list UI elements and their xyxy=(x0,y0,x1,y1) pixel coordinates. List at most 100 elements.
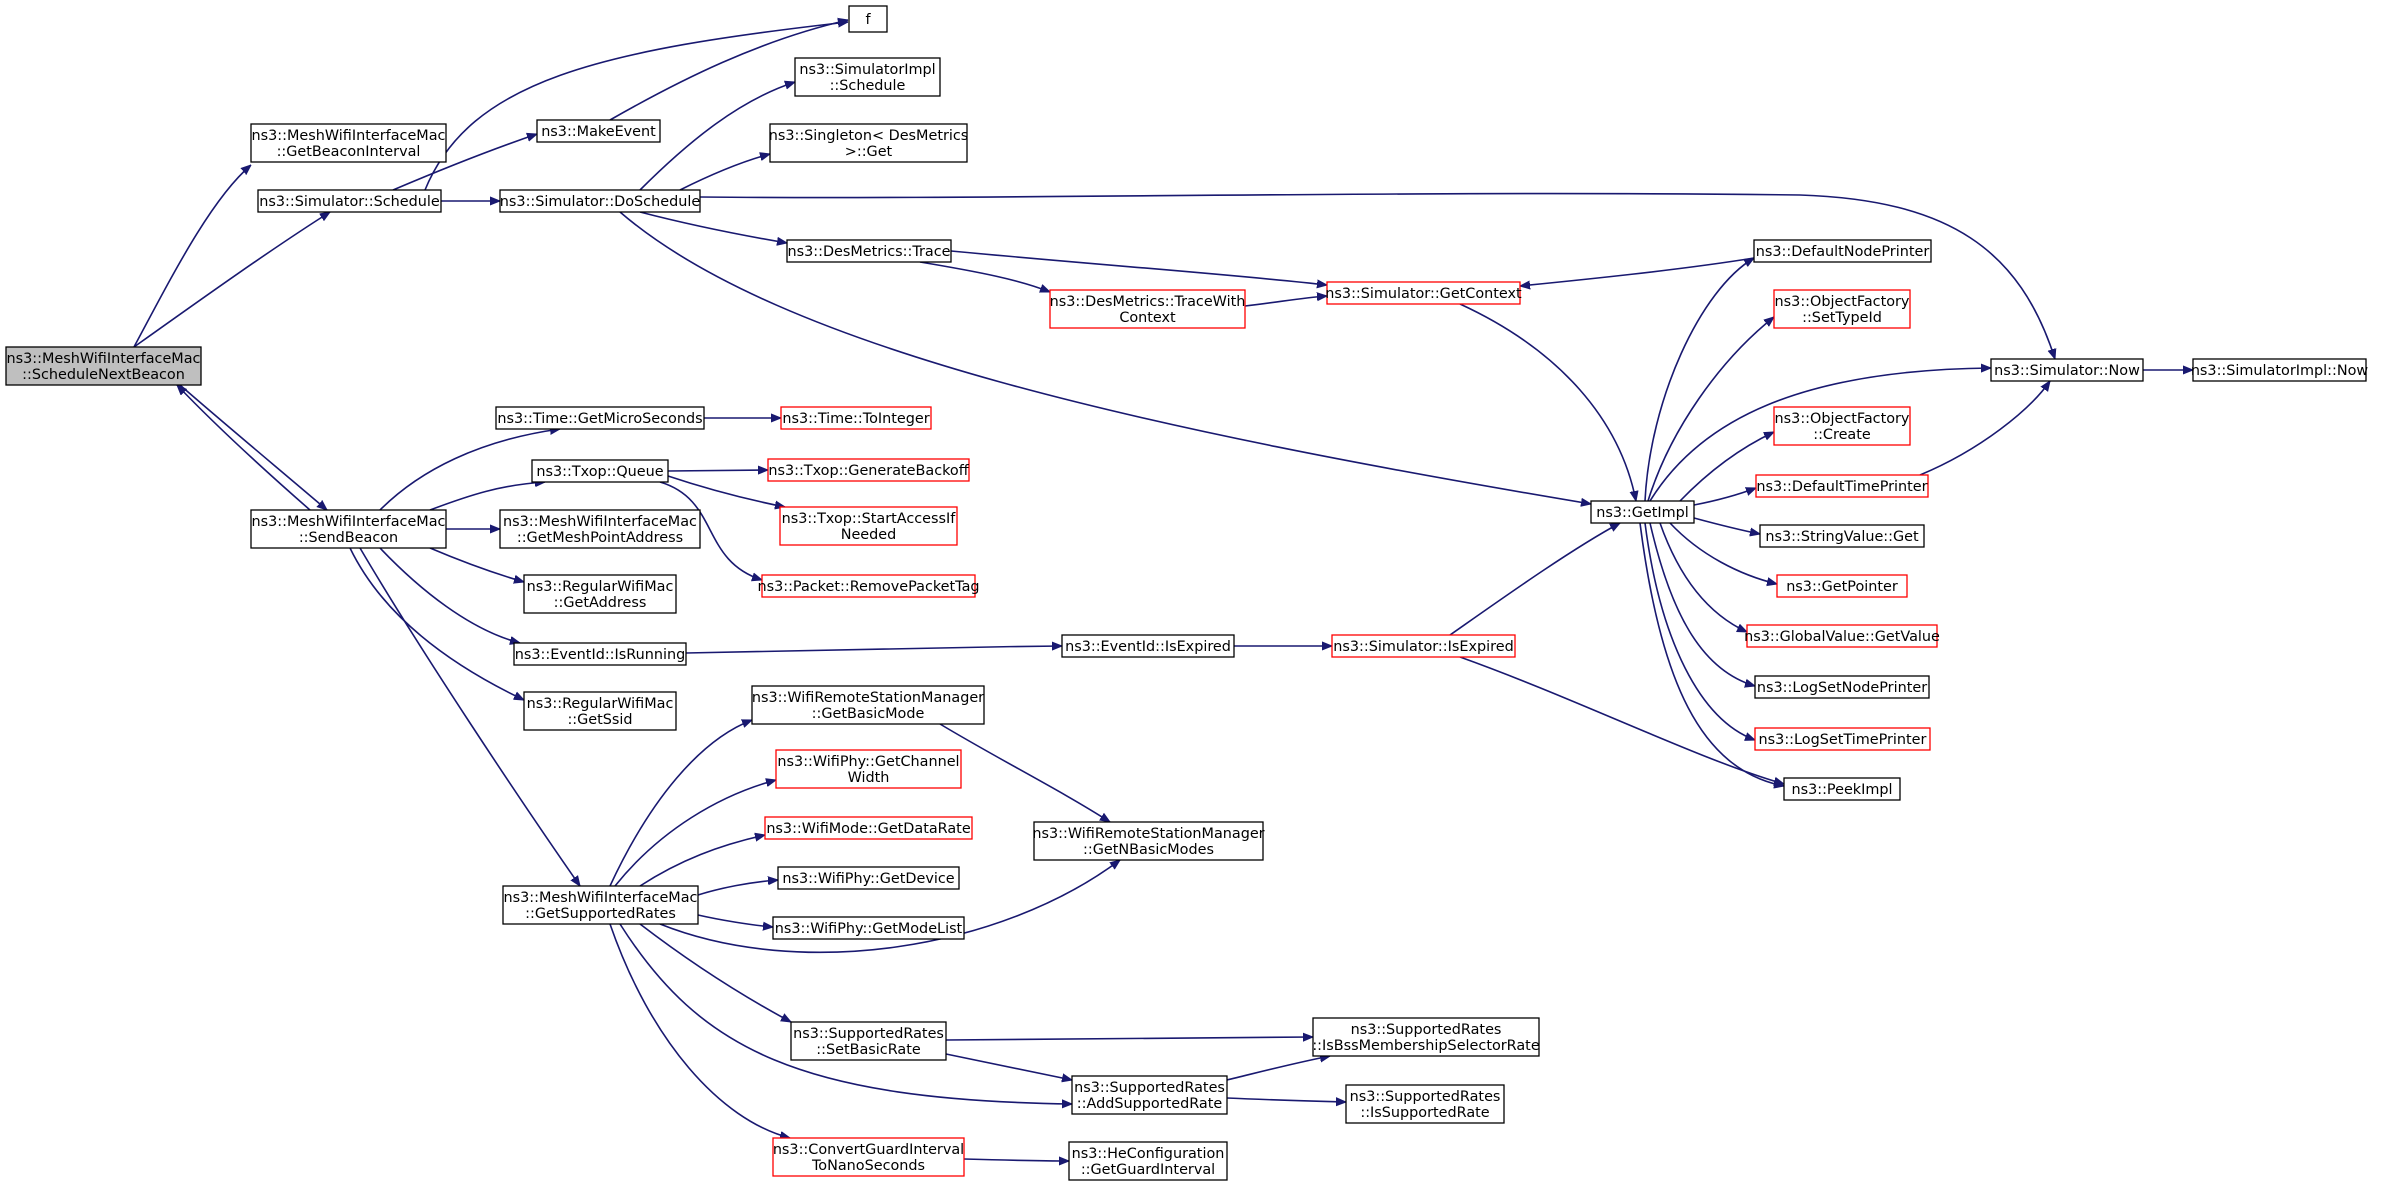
node-regular-wifi-mac-get-address[interactable]: ns3::RegularWifiMac::GetAddress xyxy=(523,574,677,614)
node-box xyxy=(1345,1084,1505,1124)
node-log-set-time-printer[interactable]: ns3::LogSetTimePrinter xyxy=(1754,727,1931,751)
node-label: ::ScheduleNextBeacon xyxy=(22,367,185,383)
node-supported-rates-set-basic-rate[interactable]: ns3::SupportedRates::SetBasicRate xyxy=(790,1021,947,1061)
node-desmetrics-trace[interactable]: ns3::DesMetrics::Trace xyxy=(786,239,952,263)
call-edge-get-supported-rates-to-wifimode-get-data-rate xyxy=(639,835,765,887)
node-box xyxy=(2192,358,2367,382)
node-label: ns3::LogSetTimePrinter xyxy=(1759,732,1927,748)
node-event-id-is-running[interactable]: ns3::EventId::IsRunning xyxy=(513,642,687,666)
call-edge-simulator-is-expired-to-peek-impl xyxy=(1459,656,1784,784)
node-simulatorimpl-now[interactable]: ns3::SimulatorImpl::Now xyxy=(2191,358,2369,382)
node-box xyxy=(513,642,687,666)
node-label: ns3::MeshWifiInterfaceMac xyxy=(504,890,698,906)
node-time-get-micro-seconds[interactable]: ns3::Time::GetMicroSeconds xyxy=(495,406,705,430)
call-edge-send-beacon-to-regular-wifi-mac-get-address xyxy=(429,547,524,582)
node-label: ::GetAddress xyxy=(554,595,647,611)
node-simulator-get-context[interactable]: ns3::Simulator::GetContext xyxy=(1325,281,1522,305)
node-schedule-next-beacon[interactable]: ns3::MeshWifiInterfaceMac::ScheduleNextB… xyxy=(5,346,202,386)
node-box xyxy=(1754,675,1930,699)
node-txop-generate-backoff[interactable]: ns3::Txop::GenerateBackoff xyxy=(767,458,970,482)
node-box xyxy=(499,509,701,549)
node-peek-impl[interactable]: ns3::PeekImpl xyxy=(1783,777,1901,801)
node-event-id-is-expired[interactable]: ns3::EventId::IsExpired xyxy=(1061,634,1235,658)
call-edge-simulator-is-expired-to-get-impl xyxy=(1449,522,1620,636)
node-label: ns3::SimulatorImpl xyxy=(799,62,935,78)
call-edge-desmetrics-trace-to-desmetrics-trace-with-context xyxy=(919,261,1050,293)
call-edge-get-supported-rates-to-wrsm-get-n-basic-modes xyxy=(659,860,1120,954)
node-label: ns3::EventId::IsRunning xyxy=(515,647,685,663)
node-log-set-node-printer[interactable]: ns3::LogSetNodePrinter xyxy=(1754,675,1930,699)
node-simulator-now[interactable]: ns3::Simulator::Now xyxy=(1990,358,2144,382)
node-label: ns3::HeConfiguration xyxy=(1072,1146,1225,1162)
node-send-beacon[interactable]: ns3::MeshWifiInterfaceMac::SendBeacon xyxy=(250,509,447,549)
node-box xyxy=(1759,524,1925,548)
node-global-value-get-value[interactable]: ns3::GlobalValue::GetValue xyxy=(1744,624,1940,648)
node-box xyxy=(1312,1017,1540,1057)
node-label: ::IsSupportedRate xyxy=(1360,1105,1489,1121)
node-singleton-get[interactable]: ns3::Singleton< DesMetrics>::Get xyxy=(769,123,969,163)
node-label: ns3::GetImpl xyxy=(1596,505,1689,521)
node-default-time-printer[interactable]: ns3::DefaultTimePrinter xyxy=(1755,474,1929,498)
node-time-to-integer[interactable]: ns3::Time::ToInteger xyxy=(780,406,932,430)
node-f[interactable]: f xyxy=(848,5,888,33)
node-get-supported-rates[interactable]: ns3::MeshWifiInterfaceMac::GetSupportedR… xyxy=(502,885,699,925)
node-txop-queue[interactable]: ns3::Txop::Queue xyxy=(531,459,669,483)
node-he-configuration-get-guard-interval[interactable]: ns3::HeConfiguration::GetGuardInterval xyxy=(1068,1141,1228,1181)
node-box xyxy=(1033,821,1264,861)
node-simulator-is-expired[interactable]: ns3::Simulator::IsExpired xyxy=(1331,634,1516,658)
call-edge-send-beacon-to-event-id-is-running xyxy=(379,547,520,643)
node-string-value-get[interactable]: ns3::StringValue::Get xyxy=(1759,524,1925,548)
node-label: ns3::DesMetrics::Trace xyxy=(787,244,950,260)
node-wifiphy-get-mode-list[interactable]: ns3::WifiPhy::GetModeList xyxy=(772,916,965,940)
node-regular-wifi-mac-get-ssid[interactable]: ns3::RegularWifiMac::GetSsid xyxy=(523,691,677,731)
node-get-pointer[interactable]: ns3::GetPointer xyxy=(1776,574,1908,598)
node-box xyxy=(779,506,958,546)
node-label: ns3::ObjectFactory xyxy=(1775,411,1910,427)
call-edge-make-event-to-f xyxy=(609,20,848,121)
node-make-event[interactable]: ns3::MakeEvent xyxy=(536,119,661,143)
node-get-mesh-point-address[interactable]: ns3::MeshWifiInterfaceMac::GetMeshPointA… xyxy=(499,509,701,549)
node-label: ns3::WifiPhy::GetModeList xyxy=(775,921,963,937)
node-label: ns3::RegularWifiMac xyxy=(527,579,674,595)
node-object-factory-create[interactable]: ns3::ObjectFactory::Create xyxy=(1773,406,1911,446)
node-wrsm-get-basic-mode[interactable]: ns3::WifiRemoteStationManager::GetBasicM… xyxy=(751,685,985,725)
node-object-factory-set-type-id[interactable]: ns3::ObjectFactory::SetTypeId xyxy=(1773,289,1911,329)
node-box xyxy=(769,123,968,163)
call-edge-schedule-next-beacon-to-simulator-schedule xyxy=(133,212,330,348)
call-edge-supported-rates-add-supported-rate-to-supported-rates-is-bss-membership xyxy=(1226,1056,1330,1081)
node-label: ::GetSsid xyxy=(567,712,632,728)
node-supported-rates-is-supported-rate[interactable]: ns3::SupportedRates::IsSupportedRate xyxy=(1345,1084,1505,1124)
node-label: ns3::SupportedRates xyxy=(1350,1089,1501,1105)
node-packet-remove-packet-tag[interactable]: ns3::Packet::RemovePacketTag xyxy=(757,574,980,598)
node-supported-rates-is-bss-membership[interactable]: ns3::SupportedRates::IsBssMembershipSele… xyxy=(1312,1017,1540,1057)
node-box xyxy=(1754,727,1931,751)
call-edge-send-beacon-to-txop-queue xyxy=(429,482,545,511)
node-supported-rates-add-supported-rate[interactable]: ns3::SupportedRates::AddSupportedRate xyxy=(1071,1075,1228,1115)
node-get-beacon-interval[interactable]: ns3::MeshWifiInterfaceMac::GetBeaconInte… xyxy=(250,123,447,163)
node-label: ns3::WifiRemoteStationManager xyxy=(752,690,984,706)
node-wifiphy-get-device[interactable]: ns3::WifiPhy::GetDevice xyxy=(777,866,960,890)
node-wrsm-get-n-basic-modes[interactable]: ns3::WifiRemoteStationManager::GetNBasic… xyxy=(1032,821,1265,861)
node-simulator-schedule[interactable]: ns3::Simulator::Schedule xyxy=(257,189,442,213)
node-simulator-do-schedule[interactable]: ns3::Simulator::DoSchedule xyxy=(499,189,701,213)
node-label: ns3::Simulator::IsExpired xyxy=(1333,639,1513,655)
node-box xyxy=(1773,406,1911,446)
node-label: ns3::GetPointer xyxy=(1786,579,1898,595)
node-box xyxy=(777,866,960,890)
call-edge-get-supported-rates-to-wrsm-get-basic-mode xyxy=(609,719,752,887)
node-label: ns3::MeshWifiInterfaceMac xyxy=(7,351,201,367)
node-default-node-printer[interactable]: ns3::DefaultNodePrinter xyxy=(1753,239,1932,263)
node-label: ::Schedule xyxy=(830,78,906,94)
node-box xyxy=(495,406,705,430)
node-box xyxy=(1990,358,2144,382)
node-simulatorimpl-schedule[interactable]: ns3::SimulatorImpl::Schedule xyxy=(794,57,941,97)
node-wifimode-get-data-rate[interactable]: ns3::WifiMode::GetDataRate xyxy=(764,816,973,840)
node-label: ns3::Simulator::DoSchedule xyxy=(500,194,701,210)
node-box xyxy=(250,123,447,163)
node-get-impl[interactable]: ns3::GetImpl xyxy=(1590,500,1695,524)
